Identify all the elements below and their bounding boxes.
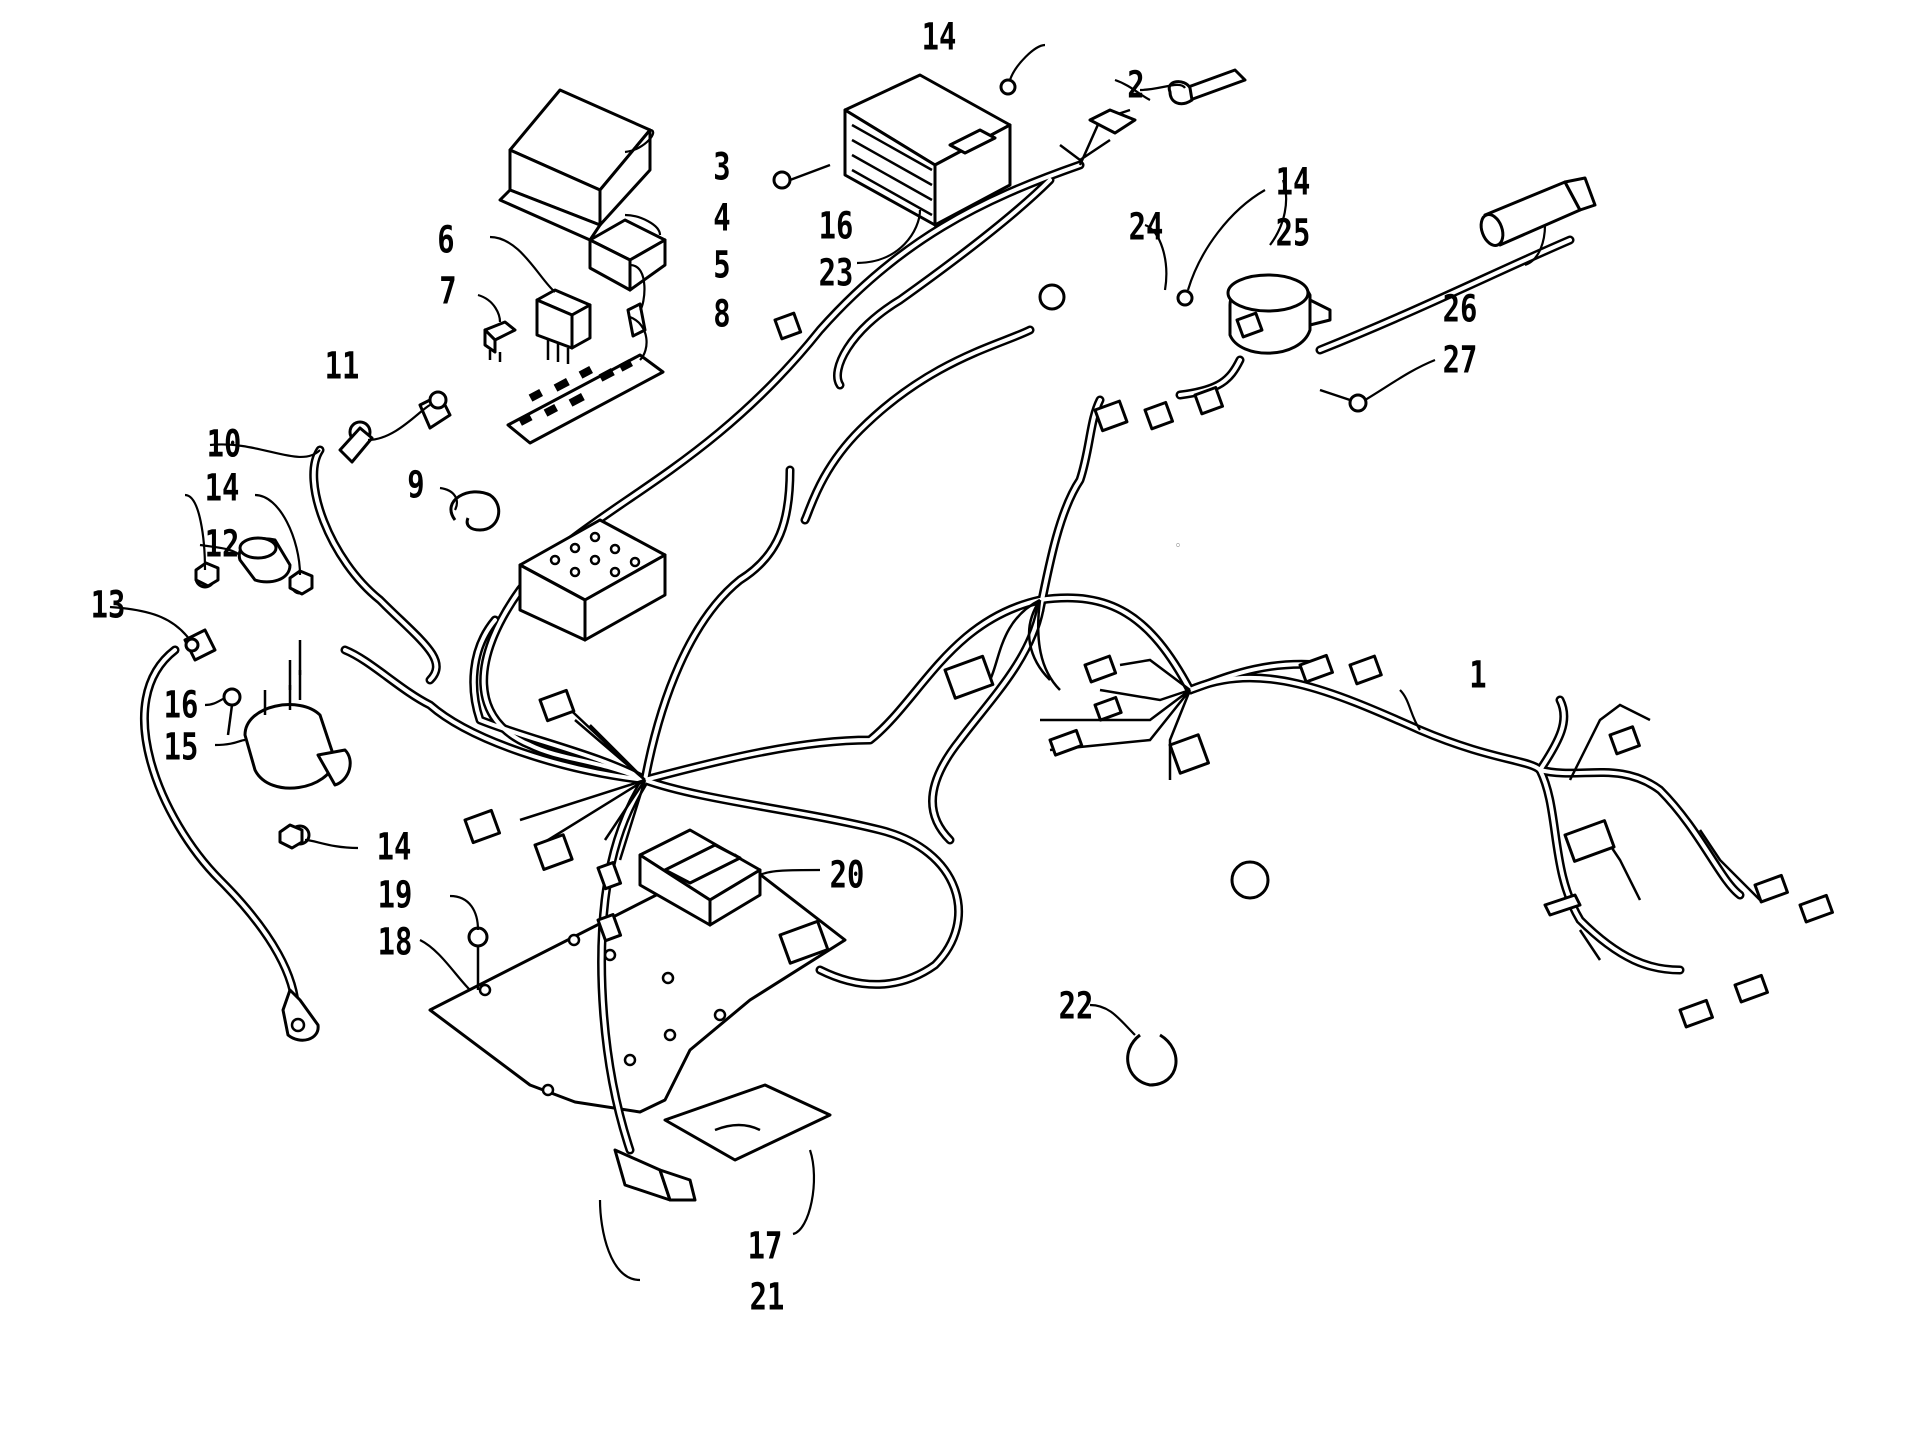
callout-24: 24 [1128, 205, 1164, 249]
fasteners [194, 78, 1368, 990]
callout-14-left-a: 14 [204, 466, 240, 510]
callout-7: 7 [439, 269, 457, 313]
circuit-board [506, 353, 665, 445]
callout-18: 18 [377, 920, 413, 964]
callout-21: 21 [749, 1275, 785, 1319]
relay-box-cover [498, 88, 652, 242]
leader-lines [109, 43, 1547, 1282]
callout-3: 3 [713, 145, 731, 189]
speed-sensor [613, 1148, 697, 1202]
battery-cable-boot [338, 390, 452, 464]
handlebar-plug [1479, 176, 1597, 247]
callout-12: 12 [204, 522, 240, 566]
starter-solenoid [243, 640, 352, 790]
relay-block [588, 218, 667, 292]
sensor-and-connector [1088, 68, 1247, 135]
callout-5: 5 [713, 243, 731, 287]
callout-6: 6 [437, 218, 455, 262]
callout-17: 17 [747, 1224, 783, 1268]
callout-11: 11 [324, 344, 360, 388]
callout-10: 10 [206, 422, 242, 466]
cable-terminals [183, 567, 320, 1042]
screw-left [222, 687, 242, 736]
callout-14-right: 14 [1275, 160, 1311, 204]
terminal-boot [237, 536, 292, 584]
callout-19: 19 [377, 873, 413, 917]
callout-26: 26 [1442, 287, 1478, 331]
callout-1: 1 [1469, 653, 1487, 697]
callout-25: 25 [1275, 211, 1311, 255]
callout-22: 22 [1058, 984, 1094, 1028]
ignition-switch [1226, 273, 1332, 355]
voltage-regulator [843, 73, 1012, 227]
callout-15: 15 [163, 725, 199, 769]
clamp-ring [449, 490, 501, 532]
callout-27: 27 [1442, 338, 1478, 382]
callout-13: 13 [90, 583, 126, 627]
callout-8: 8 [713, 292, 731, 336]
callout-23: 23 [818, 251, 854, 295]
callout-9: 9 [407, 463, 425, 507]
fuse-block-housing [518, 518, 667, 642]
clamp-ring-right [1126, 1033, 1178, 1087]
decal [663, 1083, 832, 1162]
harness-connectors [463, 283, 1834, 1029]
control-module [638, 828, 762, 927]
callout-20: 20 [829, 853, 865, 897]
relay [535, 288, 592, 364]
callout-4: 4 [713, 196, 731, 240]
mounting-plate [428, 853, 847, 1114]
callout-14-top: 14 [921, 15, 957, 59]
callout-16-left: 16 [163, 683, 199, 727]
main-harness [139, 160, 1745, 1155]
callout-14-left-b: 14 [376, 825, 412, 869]
callout-2: 2 [1127, 63, 1145, 107]
mini-fuse [483, 320, 517, 362]
callout-16-top: 16 [818, 204, 854, 248]
